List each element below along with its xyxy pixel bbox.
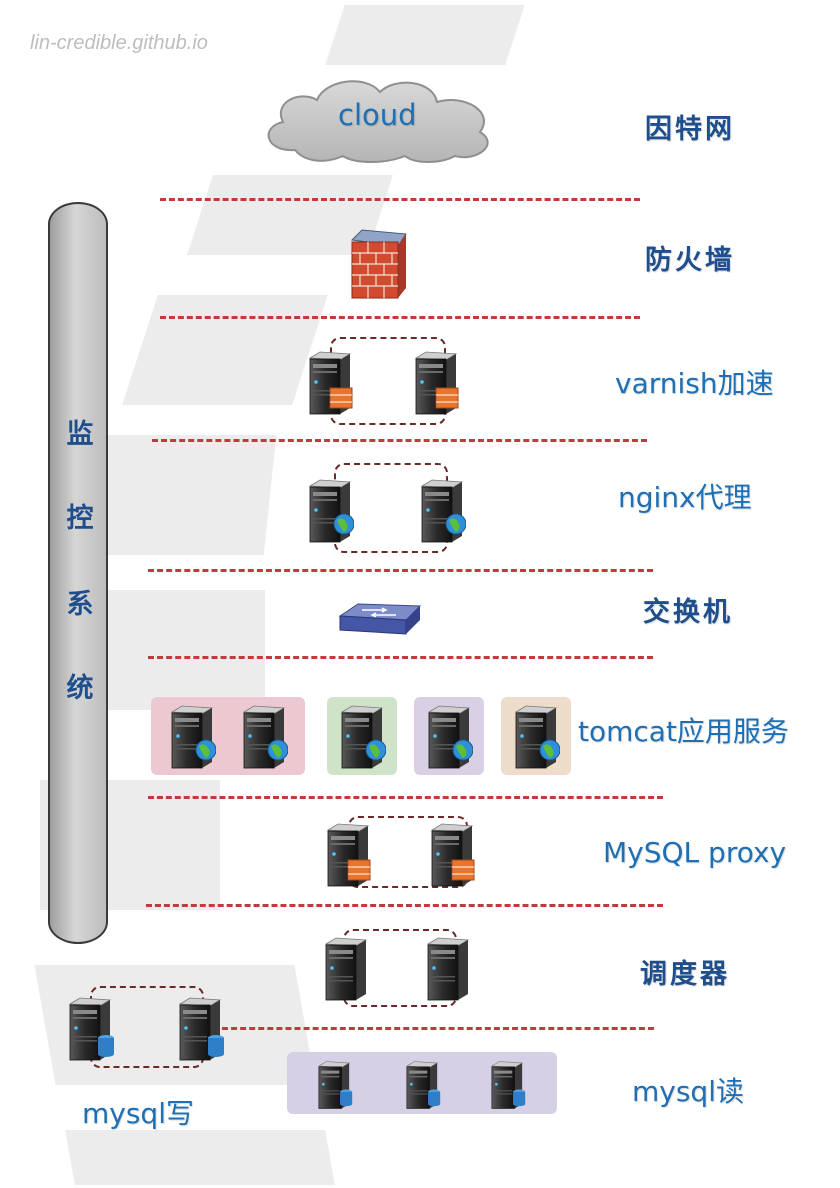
layer-divider [148,656,653,659]
server-globe-icon [309,479,354,543]
background-stripe [325,5,525,65]
layer-label-varnish: varnish加速 [615,367,774,400]
monitor-char: 系 [66,589,94,620]
monitor-char: 监 [66,419,94,450]
server-firewall-icon [327,823,371,887]
server-database-icon [491,1061,526,1109]
monitor-system-pillar: 监 控 系 统 [48,202,108,944]
server-globe-icon [341,705,386,769]
layer-label-tomcat: tomcat应用服务 [578,715,789,748]
server-globe-icon [515,705,560,769]
background-stripe [65,1130,335,1185]
layer-label-scheduler: 调度器 [640,959,730,990]
switch-icon [338,603,422,635]
layer-label-nginx: nginx代理 [618,481,752,514]
layer-divider [152,439,647,442]
layer-label-mysql-write: mysql写 [82,1097,194,1130]
firewall-icon [350,229,407,299]
layer-divider [222,1027,654,1030]
server-globe-icon [243,705,288,769]
server-firewall-icon [309,351,353,415]
layer-label-switch: 交换机 [643,597,733,628]
server-database-icon [406,1061,441,1109]
background-stripe [122,295,328,405]
server-firewall-icon [415,351,459,415]
layer-divider [148,796,663,799]
server-globe-icon [171,705,216,769]
layer-divider [146,904,663,907]
layer-divider [160,316,640,319]
layer-label-mysql-proxy: MySQL proxy [603,836,787,869]
layer-label-mysql-read: mysql读 [632,1075,744,1108]
cloud-icon [267,80,489,163]
server-database-icon [69,997,114,1061]
server-globe-icon [428,705,473,769]
layer-divider [148,569,653,572]
monitor-char: 统 [66,673,94,704]
server-database-icon [179,997,224,1061]
watermark: lin-credible.github.io [30,32,208,54]
layer-label-firewall: 防火墙 [645,245,735,276]
layer-label-internet: 因特网 [645,114,735,145]
server-firewall-icon [431,823,475,887]
server-globe-icon [421,479,466,543]
background-stripe [95,590,265,710]
cloud-label: cloud [338,98,417,132]
monitor-char: 控 [66,503,94,534]
background-stripe [93,435,277,555]
server-icon [325,937,367,1001]
server-icon [427,937,469,1001]
server-database-icon [318,1061,353,1109]
layer-divider [160,198,640,201]
